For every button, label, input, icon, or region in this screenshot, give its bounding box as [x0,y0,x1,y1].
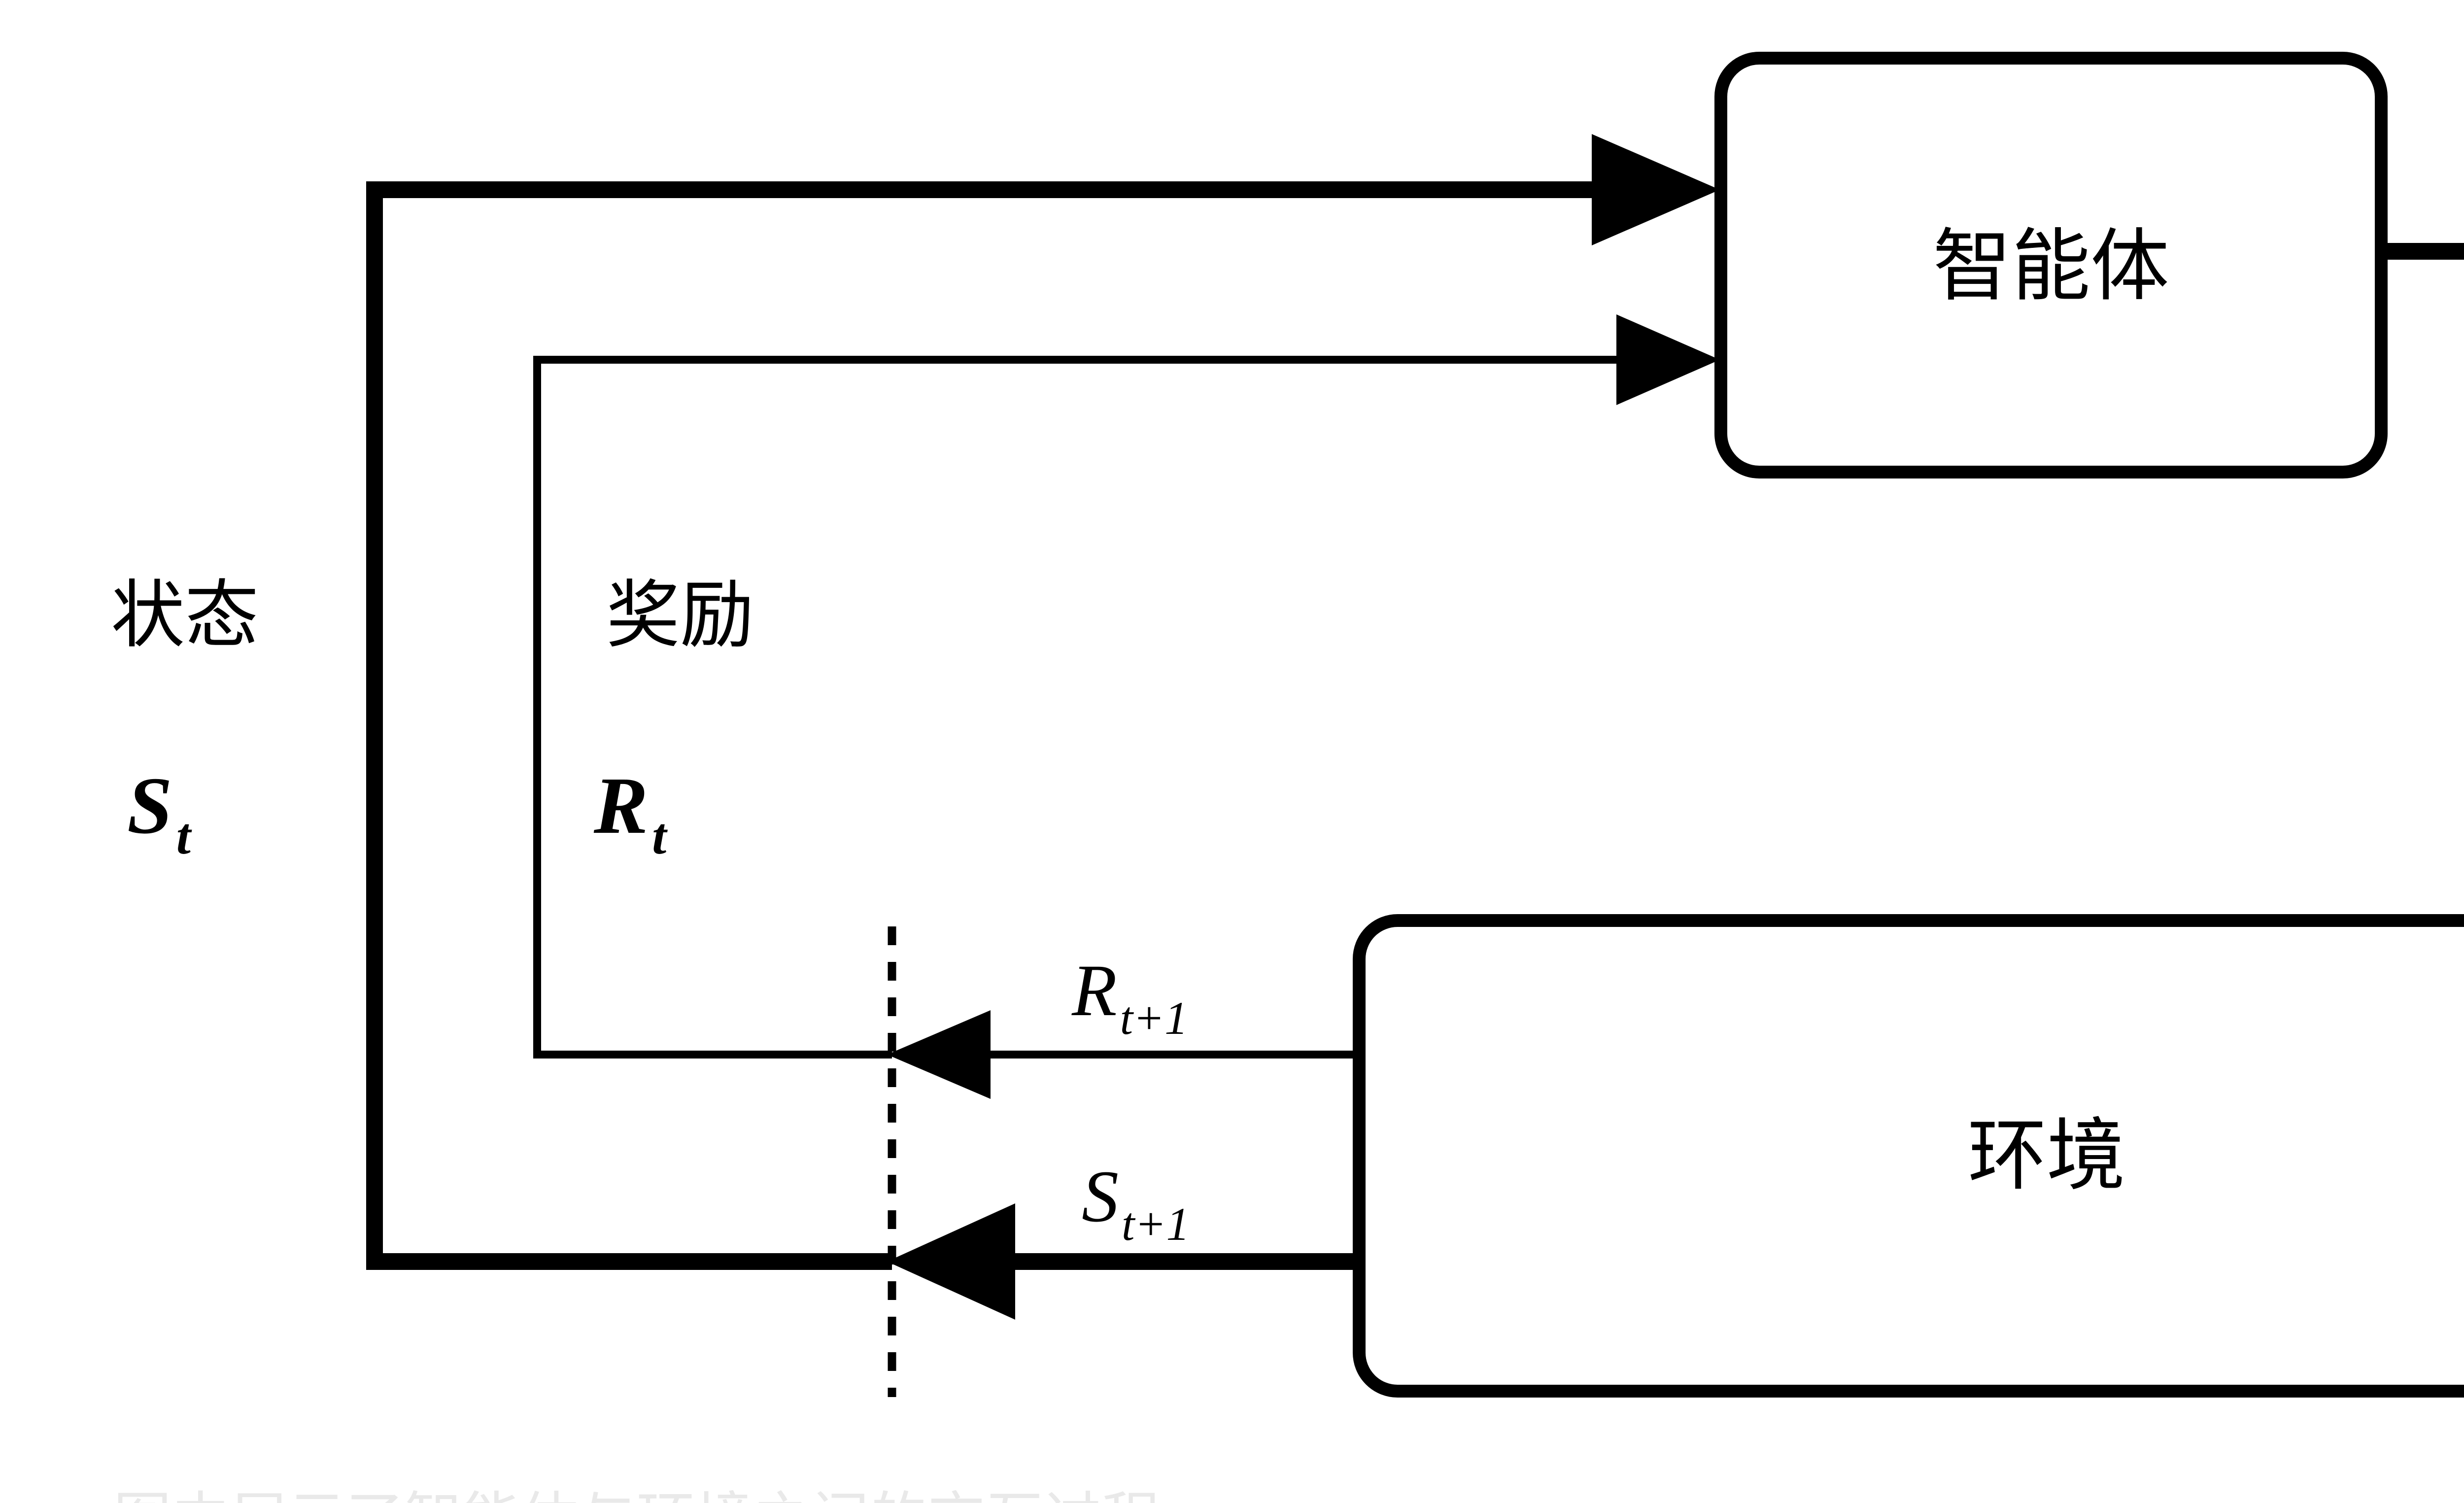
state-loop-path [366,181,1604,1270]
next-reward-label: Rt+1 [1071,950,1188,1044]
next-state-subscript-glyph: t+1 [1122,1198,1190,1250]
edge-next-reward-out [887,1010,1359,1099]
environment-label: 环境 [1968,1109,2125,1201]
next-reward-symbol-glyph: R [1071,950,1117,1031]
next-state-arrowhead-icon [887,1203,1015,1320]
next-reward-subscript-glyph: t+1 [1120,992,1188,1044]
next-state-label: St+1 [1082,1156,1190,1250]
reward-arrowhead-icon [1616,314,1720,405]
reward-symbol-label: Rt [593,760,668,865]
next-state-symbol-glyph: S [1082,1156,1119,1237]
label-reward: 奖励 Rt [593,573,754,865]
label-state: 状态 St [111,573,259,865]
edge-state-to-agent [366,134,1720,1270]
state-subscript-glyph: t [176,807,192,865]
agent-box-shape[interactable] [1714,52,2388,478]
reward-name-label: 奖励 [606,573,754,658]
reward-subscript-glyph: t [652,807,668,865]
reward-symbol-glyph: R [593,760,648,851]
agent-label: 智能体 [1933,220,2169,312]
reward-loop-path [533,356,1626,1059]
state-name-label: 状态 [111,573,259,658]
node-agent[interactable]: 智能体 [1714,52,2388,478]
figure-caption: 图中展示了智能体与环境之间的交互过程 [113,1490,1542,1503]
edge-next-state-out [887,1203,1359,1320]
next-reward-arrowhead-icon [887,1010,991,1099]
state-arrowhead-icon [1592,134,1720,245]
node-environment[interactable]: 环境 [1353,914,2464,1398]
state-symbol-glyph: S [127,760,172,851]
edge-reward-to-agent [533,314,1720,1059]
state-symbol-label: St [127,760,192,865]
environment-box-shape[interactable] [1353,914,2464,1398]
